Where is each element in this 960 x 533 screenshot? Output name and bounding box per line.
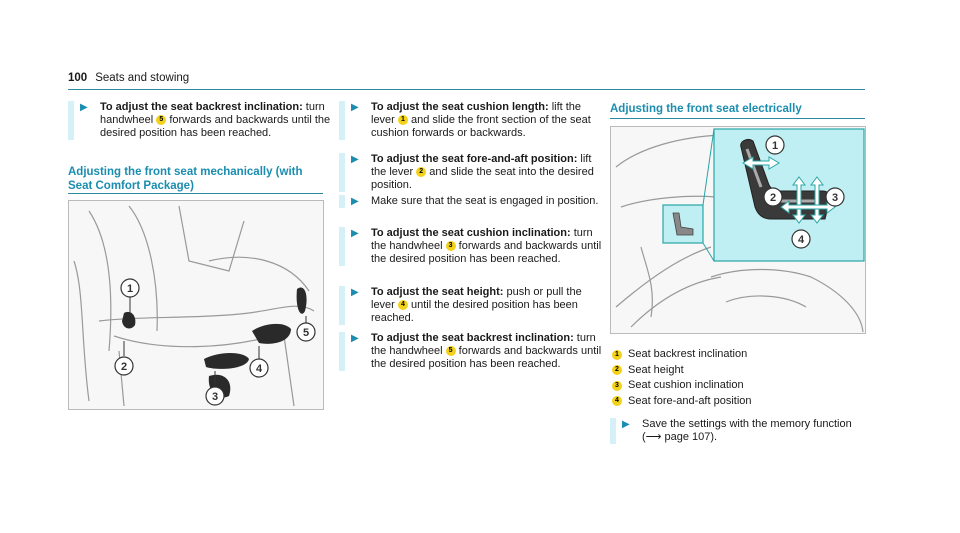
triangle-right-icon: ▶ xyxy=(351,196,359,207)
step-fore-aft: ▶ To adjust the seat fore-and-aft positi… xyxy=(339,153,605,192)
triangle-right-icon: ▶ xyxy=(351,287,359,298)
badge-3: 3 xyxy=(445,241,456,252)
legend-item: 2 Seat height xyxy=(612,363,862,379)
door-panel-illustration: 1 2 3 4 xyxy=(615,128,865,333)
step-text: lift the lever xyxy=(371,153,592,178)
badge-2: 2 xyxy=(612,365,622,376)
section-rule xyxy=(68,193,323,194)
legend-text: Seat height xyxy=(628,363,684,376)
step-engaged: ▶ Make sure that the seat is engaged in … xyxy=(339,195,605,208)
legend-text: Seat cushion inclination xyxy=(628,379,744,391)
step-text: ( xyxy=(642,431,646,443)
step-text: push or pull the lever xyxy=(371,286,582,311)
marker-4 xyxy=(791,229,811,249)
step-heading: To adjust the seat backrest inclination: xyxy=(100,101,303,113)
badge-1: 1 xyxy=(612,349,622,360)
triangle-right-icon: ▶ xyxy=(351,333,359,344)
marker-2-label: 2 xyxy=(121,361,127,373)
legend-item: 4 Seat fore-and-aft position xyxy=(612,394,862,410)
step-text: and slide the seat into the desired posi… xyxy=(371,166,594,191)
step-cushion-length: ▶ To adjust the seat cushion length: lif… xyxy=(339,101,605,140)
figure-mechanical-seat: 1 2 3 4 5 xyxy=(68,200,324,410)
marker-4-label: 4 xyxy=(798,234,805,246)
step-memory: ▶ Save the settings with the memory func… xyxy=(610,418,876,444)
step-heading: To adjust the seat height: xyxy=(371,286,504,298)
marker-3 xyxy=(205,386,225,406)
marker-5 xyxy=(296,322,316,342)
badge-5: 5 xyxy=(156,115,167,126)
marker-4-label: 4 xyxy=(256,363,263,375)
marker-1 xyxy=(120,278,140,298)
badge-2: 2 xyxy=(416,167,427,178)
marker-5-label: 5 xyxy=(303,327,309,339)
marker-3-label: 3 xyxy=(212,391,218,403)
triangle-right-icon: ▶ xyxy=(80,102,88,113)
step-heading: To adjust the seat fore-and-aft position… xyxy=(371,153,578,165)
marker-3 xyxy=(825,187,845,207)
step-text: until the desired position has been reac… xyxy=(371,299,578,324)
marker-2 xyxy=(763,187,783,207)
marker-1-label: 1 xyxy=(127,283,133,295)
legend-item: 3 Seat cushion inclination xyxy=(612,378,862,394)
section-rule xyxy=(610,118,865,119)
long-arrow-right-icon: ⟶ xyxy=(645,431,662,443)
header-rule xyxy=(68,89,865,90)
page-number: 100 xyxy=(68,72,88,84)
step-text: forwards and backwards until the desired… xyxy=(100,114,331,139)
badge-5: 5 xyxy=(445,346,456,357)
marker-3-label: 3 xyxy=(832,192,838,204)
step-text: Make sure that the seat is engaged in po… xyxy=(371,195,599,207)
step-text: and slide the front section of the seat … xyxy=(371,114,591,139)
triangle-right-icon: ▶ xyxy=(351,154,359,165)
page-reference-link[interactable]: page 107). xyxy=(661,431,718,443)
chapter-title: Seats and stowing xyxy=(95,72,190,84)
step-seat-height: ▶ To adjust the seat height: push or pul… xyxy=(339,286,605,325)
badge-4: 4 xyxy=(612,396,622,407)
marker-1 xyxy=(765,135,785,155)
step-heading: To adjust the seat cushion inclination: xyxy=(371,227,571,239)
triangle-right-icon: ▶ xyxy=(351,228,359,239)
step-heading: To adjust the seat backrest inclination: xyxy=(371,332,574,344)
triangle-right-icon: ▶ xyxy=(351,102,359,113)
step-text: forwards and backwards until the desired… xyxy=(371,240,602,265)
section-electric: Adjusting the front seat electrically xyxy=(610,103,802,115)
step-text: turn handwheel xyxy=(100,101,325,126)
step-text: Save the settings with the memory functi… xyxy=(642,418,852,430)
legend-text: Seat backrest inclination xyxy=(628,348,748,360)
seat-illustration: 1 2 3 4 5 xyxy=(73,205,316,407)
marker-1-label: 1 xyxy=(772,140,778,152)
step-text: forwards and backwards until the desired… xyxy=(371,345,602,370)
step-backrest-2: ▶ To adjust the seat backrest inclinatio… xyxy=(339,332,605,371)
figure-electric-seat: 1 2 3 4 xyxy=(610,126,866,334)
marker-4 xyxy=(249,358,269,378)
marker-2 xyxy=(114,356,134,376)
page-header: 100 Seats and stowing xyxy=(68,72,189,84)
legend-item: 1 Seat backrest inclination xyxy=(612,347,862,363)
step-text: turn the handwheel xyxy=(371,227,593,252)
step-backrest-1: ▶ To adjust the seat backrest inclinatio… xyxy=(68,101,334,140)
step-cushion-inclination: ▶ To adjust the seat cushion inclination… xyxy=(339,227,605,266)
step-text: turn the handwheel xyxy=(371,332,596,357)
step-text: lift the lever xyxy=(371,101,582,126)
triangle-right-icon: ▶ xyxy=(622,419,630,430)
section-mechanical: Adjusting the front seat mechanically (w… xyxy=(68,166,303,192)
legend-text: Seat fore-and-aft position xyxy=(628,394,752,407)
badge-1: 1 xyxy=(397,115,408,126)
step-heading: To adjust the seat cushion length: xyxy=(371,101,549,113)
marker-2-label: 2 xyxy=(770,192,776,204)
badge-3: 3 xyxy=(612,380,622,391)
badge-4: 4 xyxy=(397,300,408,311)
